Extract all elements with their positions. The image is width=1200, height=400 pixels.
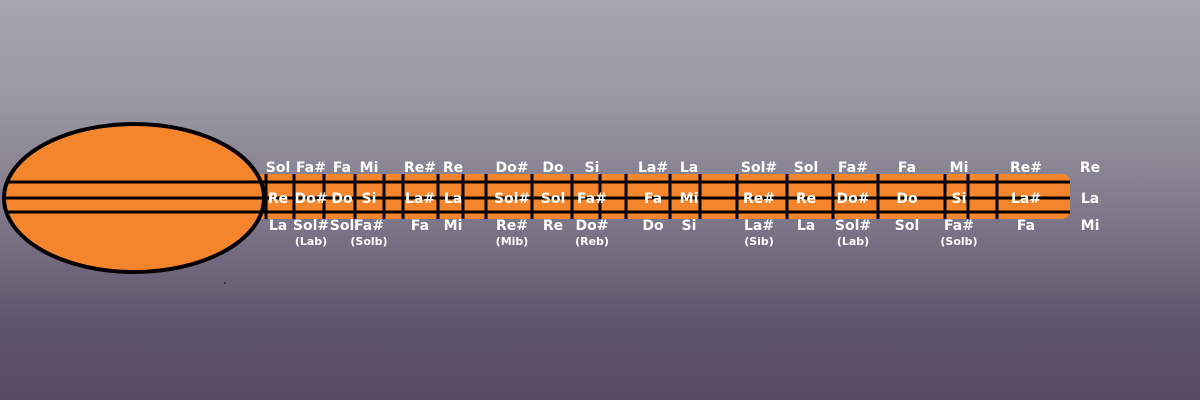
note-bottom-9: Do# [575, 218, 609, 234]
note-middle-15: Do [896, 191, 918, 207]
note-middle-8: Sol [540, 191, 566, 207]
note-bottom-17: Fa [1016, 218, 1036, 234]
note-bottom-3: Sol [329, 218, 355, 234]
note-bottom-sub-12: (Sib) [744, 235, 774, 248]
note-bottom-sub-2: (Lab) [294, 235, 328, 248]
note-middle-17: La# [1010, 191, 1042, 207]
note-bottom-sub-14: (Lab) [836, 235, 870, 248]
note-top-11: La [679, 160, 699, 176]
note-middle-2: Do# [294, 191, 328, 207]
speck [224, 282, 226, 284]
note-top-17: Re# [1009, 160, 1043, 176]
note-top-18: Re [1079, 160, 1101, 176]
note-top-8: Do [542, 160, 564, 176]
note-middle-9: Fa# [577, 191, 607, 207]
note-bottom-sub-9: (Reb) [575, 235, 609, 248]
note-middle-4: Si [361, 191, 377, 207]
note-middle-5: La# [404, 191, 436, 207]
note-top-3: Fa [332, 160, 352, 176]
note-bottom-sub-7: (Mib) [495, 235, 529, 248]
note-bottom-15: Sol [894, 218, 920, 234]
note-bottom-12: La# [743, 218, 775, 234]
note-bottom-6: Mi [443, 218, 463, 234]
note-top-4: Mi [359, 160, 379, 176]
note-bottom-sub-4: (Solb) [350, 235, 388, 248]
note-top-13: Sol [793, 160, 819, 176]
note-middle-1: Re [267, 191, 289, 207]
note-bottom-7: Re# [495, 218, 529, 234]
note-bottom-8: Re [542, 218, 564, 234]
note-top-2: Fa# [296, 160, 326, 176]
note-middle-16: Si [951, 191, 967, 207]
note-middle-7: Sol# [493, 191, 531, 207]
note-middle-11: Mi [679, 191, 699, 207]
note-top-1: Sol [265, 160, 291, 176]
note-top-14: Fa# [838, 160, 868, 176]
note-top-5: Re# [403, 160, 437, 176]
note-top-10: La# [637, 160, 669, 176]
note-middle-13: Re [795, 191, 817, 207]
note-bottom-11: Si [681, 218, 697, 234]
note-middle-12: Re# [742, 191, 776, 207]
note-bottom-16: Fa# [944, 218, 974, 234]
note-top-15: Fa [897, 160, 917, 176]
note-top-7: Do# [495, 160, 529, 176]
note-bottom-5: Fa [410, 218, 430, 234]
note-top-12: Sol# [740, 160, 778, 176]
note-middle-3: Do [331, 191, 353, 207]
note-bottom-1: La [268, 218, 288, 234]
note-top-16: Mi [949, 160, 969, 176]
note-bottom-18: Mi [1080, 218, 1100, 234]
note-bottom-2: Sol# [292, 218, 330, 234]
note-bottom-13: La [796, 218, 816, 234]
note-top-6: Re [442, 160, 464, 176]
note-top-9: Si [584, 160, 600, 176]
note-bottom-4: Fa# [354, 218, 384, 234]
note-middle-10: Fa [643, 191, 663, 207]
note-middle-18: La [1080, 191, 1100, 207]
note-middle-6: La [443, 191, 463, 207]
note-bottom-sub-16: (Solb) [940, 235, 978, 248]
note-middle-14: Do# [836, 191, 870, 207]
strings [6, 180, 1070, 214]
note-bottom-10: Do [642, 218, 664, 234]
note-bottom-14: Sol# [834, 218, 872, 234]
